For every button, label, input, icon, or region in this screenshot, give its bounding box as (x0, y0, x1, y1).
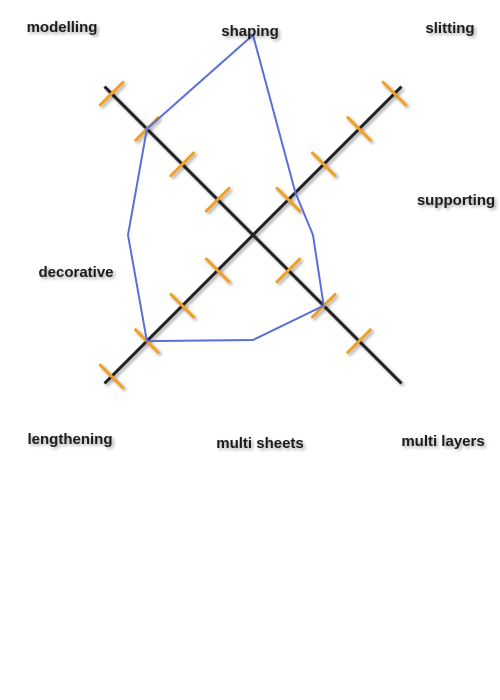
axes-layer (43, 25, 463, 445)
tick-modelling-1 (204, 186, 231, 213)
axis-label-multi-layers: multi layers (401, 433, 484, 450)
axis-label-shaping: shaping (221, 23, 279, 40)
polygon-layer (126, 33, 325, 343)
ticks-layer (98, 33, 408, 390)
tick-slitting-1 (275, 186, 302, 213)
axis-label-slitting: slitting (425, 20, 474, 37)
tick-multi-layers-3 (346, 328, 372, 354)
tick-multi-layers-1 (275, 257, 302, 284)
axis-label-supporting: supporting (417, 192, 495, 209)
axis-label-decorative: decorative (38, 264, 113, 281)
axis-label-modelling: modelling (27, 19, 98, 36)
tick-modelling-4 (98, 80, 125, 107)
tick-slitting-3 (346, 116, 372, 142)
tick-lengthening-1 (204, 257, 231, 284)
axis-label-multi-sheets: multi sheets (216, 435, 304, 452)
tick-slitting-2 (310, 151, 337, 178)
radar-diagram: shaping slitting supporting multi layers mul… (27, 19, 496, 452)
axis-label-lengthening: lengthening (28, 431, 113, 448)
labels-layer: shaping slitting supporting multi layers mul… (27, 19, 496, 452)
tick-lengthening-4 (98, 363, 125, 390)
tick-slitting-4 (381, 80, 408, 107)
tick-modelling-2 (169, 151, 196, 178)
value-polygon (126, 33, 325, 343)
axis-line-multi-layers-modelling (103, 85, 403, 385)
tick-lengthening-2 (169, 292, 196, 319)
